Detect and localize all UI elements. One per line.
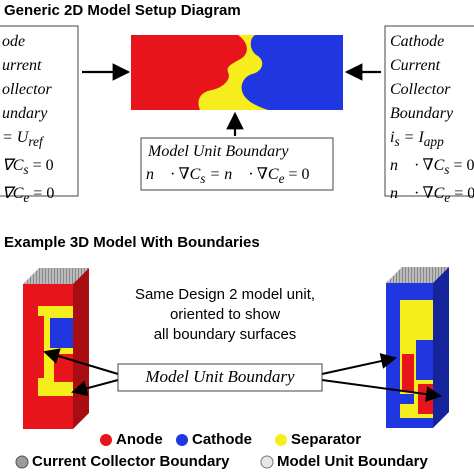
left-eq-2: ∇Cs = 0 <box>2 157 54 178</box>
top-title: Generic 2D Model Setup Diagram <box>4 2 241 19</box>
right-line-3: Collector <box>390 81 451 98</box>
bottom-title: Example 3D Model With Boundaries <box>4 234 260 251</box>
right-line-4: Boundary <box>390 105 454 122</box>
3d-left-arrow-2 <box>71 379 119 397</box>
3d-right-arrow-1 <box>321 353 397 375</box>
legend-collector-dot <box>15 455 29 469</box>
center-box-label: Model Unit Boundary <box>148 143 289 160</box>
legend-cathode-dot <box>176 434 188 446</box>
right-eq-1: is = Iapp <box>390 129 444 150</box>
legend-model-dot <box>260 455 274 469</box>
left-eq-1: = Uref <box>2 129 43 150</box>
right-eq-2: n⃗ · ∇Cs = 0 <box>390 157 474 178</box>
legend-model-label: Model Unit Boundary <box>277 453 428 470</box>
description-line-3: all boundary surfaces <box>153 326 297 343</box>
2d-cathode-region <box>241 35 343 110</box>
left-box-text: ode urrent ollector undary = Uref ∇Cs = … <box>2 30 54 211</box>
legend-separator-dot <box>275 434 287 446</box>
right-boundary-box <box>384 25 474 197</box>
3d-model-unit-label: Model Unit Boundary <box>145 367 295 386</box>
legend-anode-label: Anode <box>116 431 163 448</box>
2d-model-unit <box>131 35 343 110</box>
legend-cathode-label: Cathode <box>192 431 252 448</box>
description-line-2: oriented to show <box>169 306 281 323</box>
center-boundary-box <box>140 137 334 191</box>
description-text: Same Design 2 model unit, oriented to sh… <box>110 285 340 345</box>
legend-anode-dot <box>100 434 112 446</box>
legend-separator-label: Separator <box>291 431 362 448</box>
right-box-text: Cathode Current Collector Boundary is = … <box>390 30 474 211</box>
left-line-2: urrent <box>2 57 42 74</box>
center-box-eq: n⃗ · ∇Cs = n⃗ · ∇Ce = 0 <box>146 166 310 187</box>
right-line-1: Cathode <box>390 33 445 50</box>
left-line-4: undary <box>2 105 48 122</box>
2d-anode-region <box>131 35 247 110</box>
left-eq-3: ∇Ce = 0 <box>2 185 55 206</box>
description-line-1: Same Design 2 model unit, <box>134 286 316 303</box>
left-line-1: ode <box>2 33 26 50</box>
left-line-3: ollector <box>2 81 52 98</box>
center-box-text: Model Unit Boundary n⃗ · ∇Cs = n⃗ · ∇Ce … <box>146 140 310 190</box>
3d-right-arrow-2 <box>321 379 442 403</box>
legend-collector-label: Current Collector Boundary <box>32 453 230 470</box>
3d-model-unit-box <box>117 363 323 392</box>
left-boundary-box <box>0 25 79 197</box>
3d-left-column <box>23 268 89 429</box>
right-line-2: Current <box>390 57 441 74</box>
right-eq-3: n⃗ · ∇Ce = 0 <box>390 185 474 206</box>
3d-left-arrow-1 <box>43 348 119 375</box>
3d-right-column <box>386 267 449 428</box>
